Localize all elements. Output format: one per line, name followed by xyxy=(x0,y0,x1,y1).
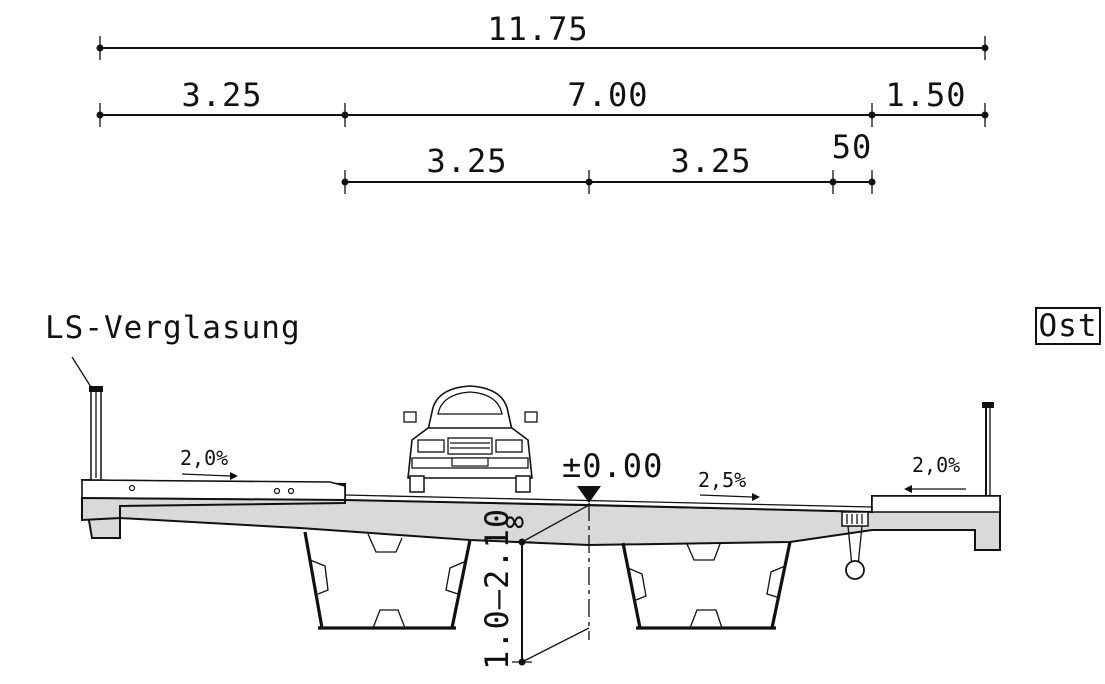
slope-roadway-text: 2,5% xyxy=(698,468,746,492)
direction-label: Ost xyxy=(1039,308,1098,344)
car-front-view xyxy=(403,385,538,493)
right-railing xyxy=(982,402,994,496)
dimension-chain-total: 11.75 xyxy=(96,10,989,60)
depth-text: 1.0–2.10 xyxy=(478,508,516,670)
elevation-text: ±0.00 xyxy=(562,447,663,485)
dimension-center-part-text: 7.00 xyxy=(567,76,648,114)
slope-left-walkway: 2,0% xyxy=(180,446,238,480)
expansion-symbol: ∞ xyxy=(505,502,525,540)
box-girder-left xyxy=(303,531,472,630)
direction-box: Ost xyxy=(1035,307,1101,345)
slope-right-walkway-text: 2,0% xyxy=(912,453,960,477)
left-curb xyxy=(81,479,346,501)
dimension-total-text: 11.75 xyxy=(487,10,588,48)
slope-right-walkway: 2,0% xyxy=(904,453,966,493)
dimension-lane-right-text: 3.25 xyxy=(670,142,751,180)
glazing-label: LS-Verglasung xyxy=(45,310,301,346)
dimension-right-part-text: 1.50 xyxy=(885,76,966,114)
box-girder-right xyxy=(621,541,792,630)
dimension-lane-left-text: 3.25 xyxy=(426,142,507,180)
dimension-chain-lanes: 3.25 3.25 50 xyxy=(341,128,876,194)
dimension-left-part-text: 3.25 xyxy=(181,76,262,114)
dimension-offset-text: 50 xyxy=(832,128,873,166)
drainage-inlet xyxy=(841,511,869,580)
dimension-chain-parts: 3.25 7.00 1.50 xyxy=(96,76,989,127)
left-glazing-railing xyxy=(89,386,103,481)
depth-dimension: 1.0–2.10 ∞ xyxy=(478,502,590,670)
elevation-marker: ±0.00 xyxy=(562,447,663,640)
slope-roadway: 2,5% xyxy=(698,468,760,501)
right-curb xyxy=(871,495,1001,513)
slope-left-walkway-text: 2,0% xyxy=(180,446,228,470)
